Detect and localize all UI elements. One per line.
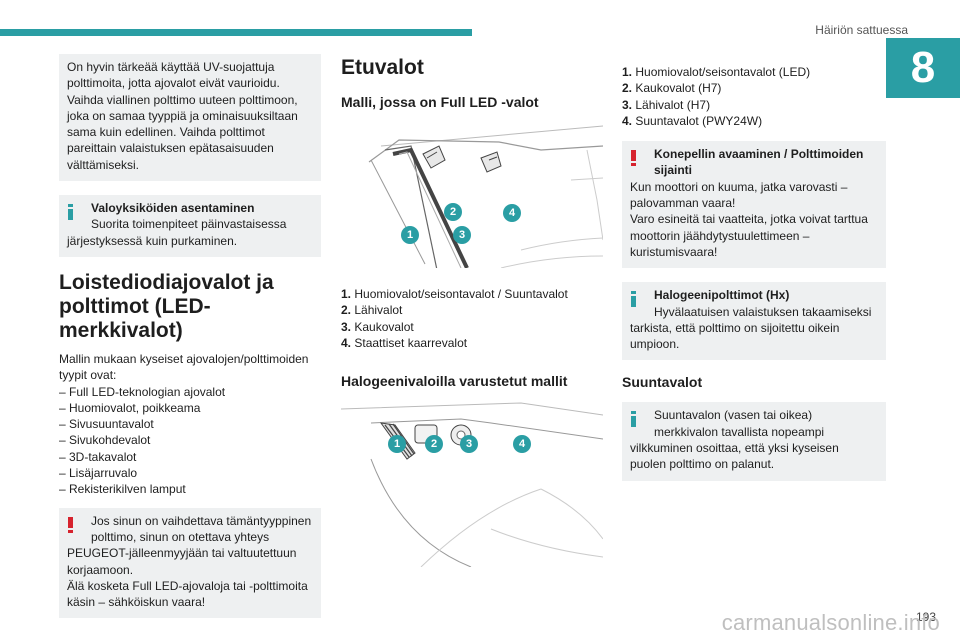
callout-badge: 1 (388, 435, 406, 454)
section-title: Häiriön sattuessa (815, 23, 908, 37)
callout-badge: 3 (460, 435, 478, 454)
list-item: 1. Huomiovalot/seisontavalot / Suuntaval… (341, 287, 568, 301)
reassembly-info-box: Valoyksiköiden asentaminen Suorita toime… (59, 195, 321, 257)
bonnet-warning-title2: sijainti (654, 163, 693, 178)
reassembly-line1: Suorita toimenpiteet päinvastaisessa (91, 217, 287, 232)
full-led-list: 1. Huomiovalot/seisontavalot / Suuntaval… (341, 286, 603, 351)
halogen-info-rest: tarkista, että polttimo on sijoitettu oi… (630, 320, 840, 352)
indicator-info-box: Suuntavalon (vasen tai oikea) merkkivalo… (622, 402, 886, 481)
list-item: – 3D-takavalot (59, 449, 137, 464)
halogen-info-title: Halogeenipolttimot (Hx) (654, 288, 790, 303)
list-item: – Full LED-teknologian ajovalot (59, 384, 226, 399)
list-item: 1. Huomiovalot/seisontavalot (LED) (622, 65, 811, 79)
led-type-list: – Full LED-teknologian ajovalot – Huomio… (59, 384, 321, 498)
led-warning-rest2: Älä kosketa Full LED-ajovaloja tai -polt… (67, 578, 308, 610)
warning-icon (631, 150, 636, 167)
full-led-headlamp-illustration: 1 2 3 4 (341, 120, 603, 268)
list-item: – Rekisterikilven lamput (59, 482, 186, 497)
callout-badge: 2 (444, 203, 462, 221)
callout-badge: 1 (401, 226, 419, 244)
list-item: 4. Suuntavalot (PWY24W) (622, 113, 763, 128)
list-item: 3. Lähivalot (H7) (622, 97, 711, 112)
reassembly-line2: järjestyksessä kuin purkaminen. (67, 233, 238, 248)
halogen-headlamp-illustration: 1 2 3 4 (341, 399, 603, 568)
column-left: On hyvin tärkeää käyttää UV-suojattuja p… (59, 54, 321, 632)
header-accent-bar (0, 29, 472, 36)
led-warning-line1: Jos sinun on vaihdettava tämäntyyppinen (91, 513, 312, 528)
full-led-subheading: Malli, jossa on Full LED -valot (341, 94, 539, 110)
list-item: – Sivusuuntavalot (59, 417, 154, 432)
halogen-info-line1: Hyvälaatuisen valaistuksen takaamiseksi (654, 304, 872, 319)
bonnet-warning-p1: Kun moottori on kuuma, jatka varovasti –… (630, 179, 848, 211)
list-item: 4. Staattiset kaarrevalot (341, 335, 468, 350)
front-lights-heading: Etuvalot (341, 56, 424, 79)
list-item: 3. Kaukovalot (341, 319, 414, 334)
bonnet-warning-title1: Konepellin avaaminen / Polttimoiden (654, 147, 864, 162)
list-item: – Lisäjarruvalo (59, 466, 138, 481)
info-icon (631, 291, 636, 308)
indicator-info-line1: Suuntavalon (vasen tai oikea) (654, 408, 813, 423)
warning-icon (68, 516, 73, 533)
led-warning-box: Jos sinun on vaihdettava tämäntyyppinen … (59, 507, 321, 619)
led-warning-line2: polttimo, sinun on otettava yhteys (91, 529, 270, 544)
info-icon (631, 411, 636, 428)
watermark: carmanualsonline.info (721, 610, 940, 635)
list-item: – Sivukohdevalot (59, 433, 151, 448)
column-right: 1. Huomiovalot/seisontavalot (LED) 2. Ka… (622, 64, 886, 495)
indicator-info-rest: vilkkuminen osoittaa, että yksi kyseisen… (630, 441, 839, 472)
reassembly-title: Valoyksiköiden asentaminen (91, 201, 255, 216)
indicators-heading: Suuntavalot (622, 374, 703, 391)
uv-bulb-note-text: On hyvin tärkeää käyttää UV-suojattuja p… (67, 60, 298, 172)
halogen-info-box: Halogeenipolttimot (Hx) Hyvälaatuisen va… (622, 282, 886, 361)
callout-badge: 2 (425, 435, 443, 454)
list-item: 2. Lähivalot (341, 303, 403, 318)
bonnet-warning-box: Konepellin avaaminen / Polttimoiden sija… (622, 141, 886, 269)
callout-badge: 3 (453, 226, 471, 244)
halogen-list: 1. Huomiovalot/seisontavalot (LED) 2. Ka… (622, 64, 886, 129)
list-item: 2. Kaukovalot (H7) (622, 81, 722, 96)
indicator-info-line2: merkkivalon tavallista nopeampi (654, 424, 825, 439)
bonnet-warning-p2: Varo esineitä tai vaatteita, jotka voiva… (630, 212, 868, 259)
callout-badge: 4 (503, 204, 521, 222)
uv-bulb-note: On hyvin tärkeää käyttää UV-suojattuja p… (59, 54, 321, 182)
page-number: 193 (915, 610, 936, 624)
halogen-subheading: Halogeenivaloilla varustetut mallit (341, 373, 568, 390)
list-item: – Huomiovalot, poikkeama (59, 400, 201, 415)
led-warning-rest: PEUGEOT-jälleenmyyjään tai valtuutettuun… (67, 546, 297, 577)
chapter-badge: 8 (886, 38, 960, 98)
led-heading: Loistediodiajovalot ja polttimot (LED-me… (59, 270, 274, 342)
info-icon (68, 204, 73, 221)
column-middle: Etuvalot Malli, jossa on Full LED -valot… (341, 54, 603, 568)
callout-badge: 4 (513, 435, 531, 454)
led-intro: Mallin mukaan kyseiset ajovalojen/poltti… (59, 351, 309, 383)
